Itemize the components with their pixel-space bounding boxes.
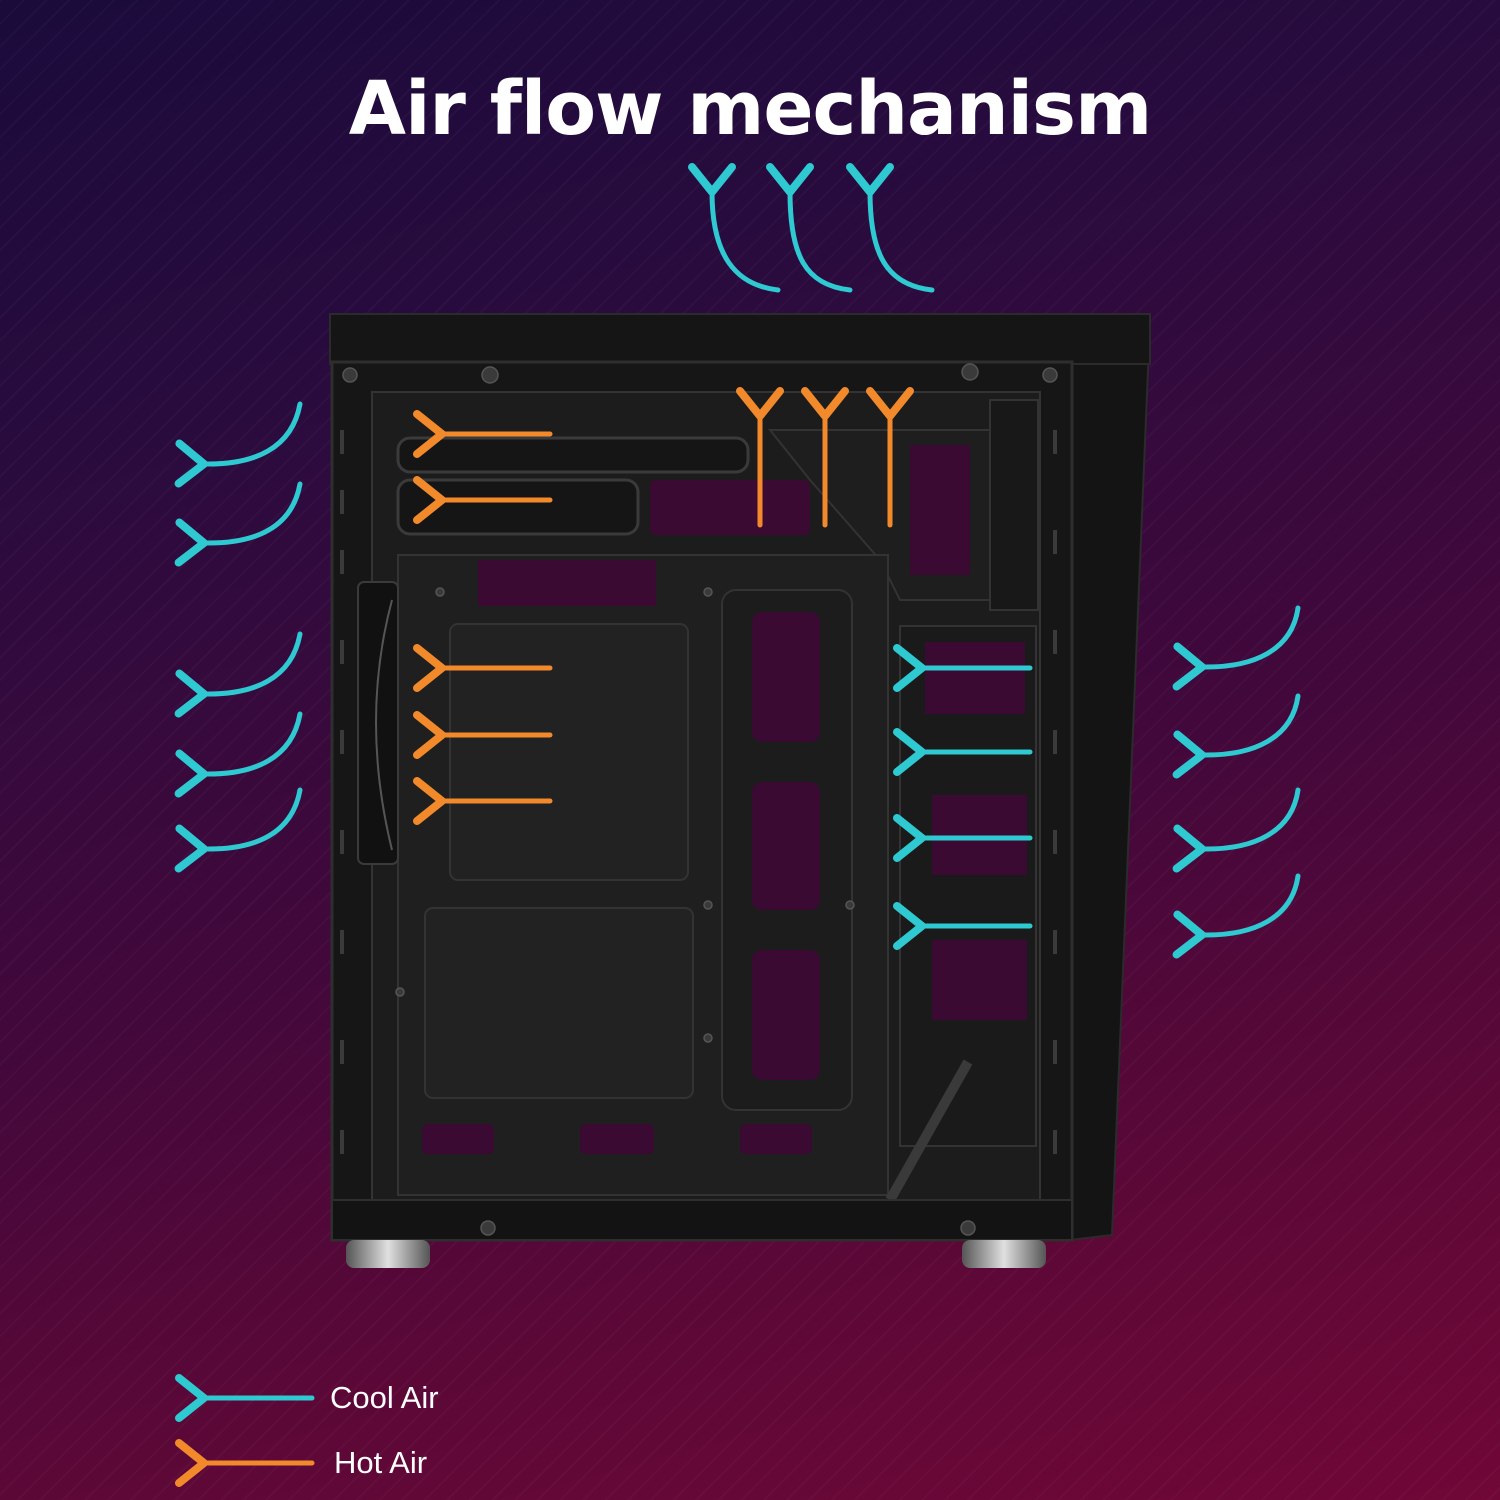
cool-arrow-right-3 (1172, 787, 1301, 873)
cool-arrow-right-1 (1172, 605, 1301, 691)
case-foot-right (962, 1240, 1046, 1268)
cool-arrow-left-2 (174, 481, 303, 567)
bottom-cutouts (422, 1124, 812, 1154)
legend-cool-label: Cool Air (330, 1380, 439, 1415)
case-front-panel (1069, 316, 1152, 1242)
case-top-panel (329, 313, 1151, 365)
tray-top-cutout (478, 560, 656, 606)
case-bottom-rail (331, 1199, 1073, 1241)
lower-plate (424, 907, 694, 1099)
legend-arrows (175, 1374, 315, 1487)
front-brace (885, 1059, 973, 1203)
cool-arrow-right-2 (1172, 693, 1301, 779)
case-foot-left (346, 1240, 430, 1268)
front-vent-3 (932, 940, 1027, 1020)
cool-arrow-top-1 (687, 162, 781, 293)
cool-arrow-left-1 (174, 401, 303, 488)
cool-arrow-top-3 (845, 162, 935, 293)
cool-arrow-left-4 (174, 711, 303, 798)
legend-hot-label: Hot Air (334, 1445, 428, 1480)
top-slot-lower (396, 478, 640, 536)
cable-hole-1 (752, 612, 820, 742)
drive-bay-cutout (910, 445, 970, 575)
cool-arrow-left-5 (174, 787, 303, 873)
cool-arrow-right-4 (1172, 873, 1301, 959)
top-slot-upper (396, 436, 750, 474)
cable-hole-3 (752, 950, 820, 1080)
page-title: Air flow mechanism (348, 66, 1152, 152)
cpu-cutout (449, 623, 689, 881)
cool-air-arrows (174, 162, 1301, 959)
pc-case (329, 313, 1152, 1268)
cool-arrow-left-3 (174, 631, 303, 718)
cable-hole-2 (752, 782, 820, 910)
cool-arrow-top-2 (765, 162, 853, 293)
hot-air-arrows (413, 387, 914, 825)
top-cutout (650, 480, 810, 535)
front-vent-2 (932, 795, 1027, 875)
screws (342, 363, 1058, 1236)
front-vent-1 (925, 642, 1025, 714)
drive-bay (989, 399, 1039, 611)
rear-fan (357, 581, 399, 865)
